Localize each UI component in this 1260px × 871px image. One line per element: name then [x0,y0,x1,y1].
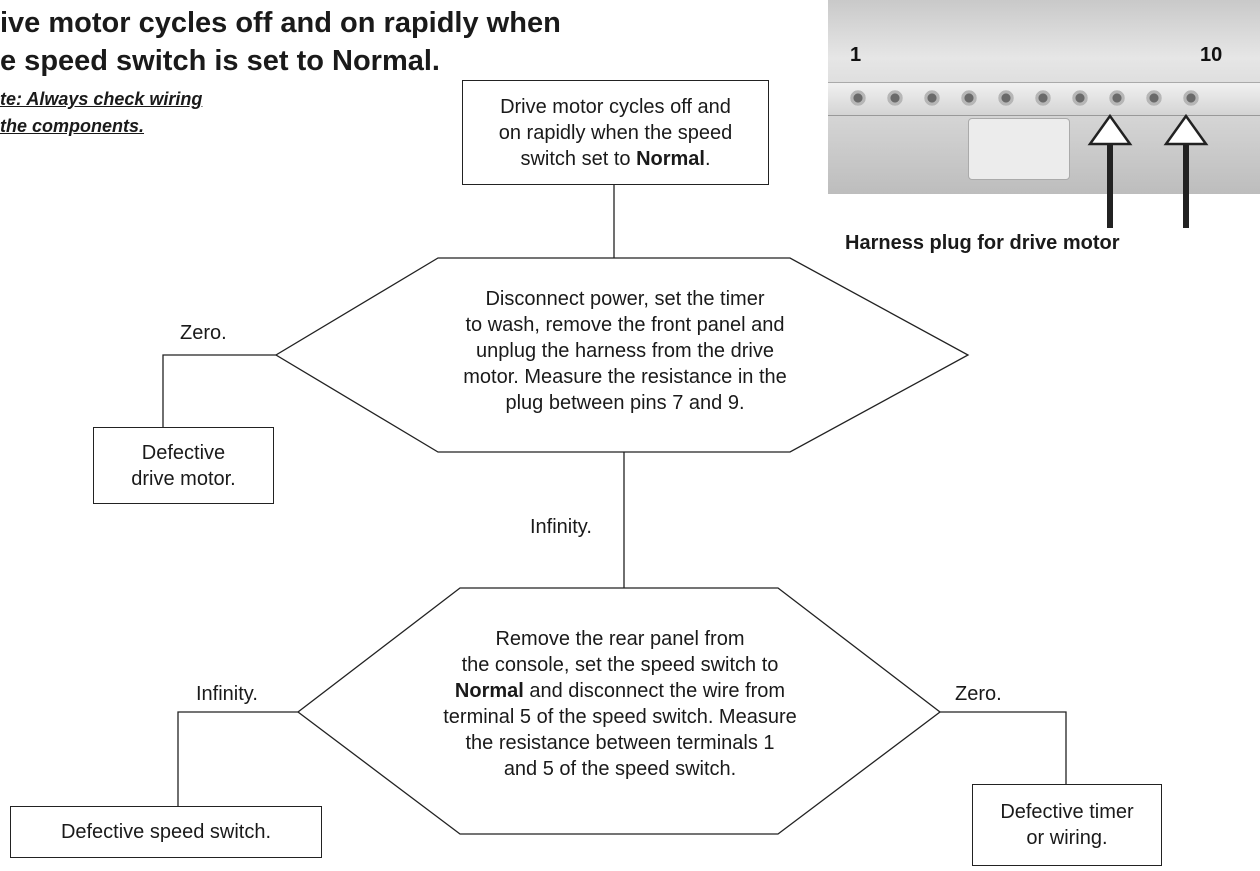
start-line-2: on rapidly when the speed [498,121,733,144]
start-line-3-end: . [704,147,711,170]
plug-pin [961,88,977,108]
note-line-1: te: Always check wiring [0,89,203,109]
title-line-2: e speed switch is set to Normal. [0,45,440,77]
connector-decision2-infinity [177,711,298,806]
decision2-line-4: terminal 5 of the speed switch. Measure [443,706,797,728]
plug-pin [887,88,903,108]
decision2-zero-label: Zero. [955,683,1002,705]
decision1-line-2: to wash, remove the front panel and [465,314,785,336]
start-box: Drive motor cycles off and on rapidly wh… [462,80,769,185]
decision2-line-1: Remove the rear panel from [495,628,745,650]
connector-decision1-zero [162,354,276,427]
arrow-up-icon [1087,113,1133,146]
start-line-3: switch set to Normal. [499,146,733,172]
wiring-note: te: Always check wiring the components. [0,86,202,140]
decision1-line-4: motor. Measure the resistance in the [463,366,787,388]
decision1-zero-label: Zero. [180,322,227,344]
page-title: ive motor cycles off and on rapidly when… [0,4,820,80]
decision2-line-3: Normal and disconnect the wire from [370,678,870,704]
decision1-text: Disconnect power, set the timer to wash,… [370,286,880,416]
start-normal-bold: Normal [636,147,705,170]
plug-pin [998,88,1014,108]
decision1-line-5: plug between pins 7 and 9. [505,392,745,414]
decision1-line-1: Disconnect power, set the timer [485,288,765,310]
start-line-1: Drive motor cycles off and [500,95,731,118]
connector-decision2-zero [940,711,1067,784]
decision1-infinity-label: Infinity. [530,516,592,538]
decision2-line-6: and 5 of the speed switch. [503,758,737,780]
plug-pin [1072,88,1088,108]
title-line-1: ive motor cycles off and on rapidly when [0,7,561,39]
photo-caption: Harness plug for drive motor [845,232,1120,254]
result-defective-drive-motor: Defective drive motor. [93,427,274,504]
plug-pin [1146,88,1162,108]
plug-pin [924,88,940,108]
start-line-3-text: switch set to [520,147,637,170]
plug-pin [1183,88,1199,108]
arrow-up-icon [1163,113,1209,146]
decision2-line-3-text: and disconnect the wire from [523,680,786,702]
plug-pin [850,88,866,108]
decision2-line-5: the resistance between terminals 1 [465,732,775,754]
decision2-infinity-label: Infinity. [196,683,258,705]
decision2-line-2: the console, set the speed switch to [461,654,779,676]
plug-pin [1035,88,1051,108]
note-line-2: the components. [0,116,145,136]
pin-number-first: 1 [850,44,862,66]
decision1-line-3: unplug the harness from the drive [476,340,774,362]
decision2-normal-bold: Normal [454,680,524,702]
result-defective-timer: Defective timer or wiring. [972,784,1162,866]
pin-number-last: 10 [1200,44,1223,66]
plug-clip [968,118,1070,180]
drive-motor-line-2: drive motor. [131,467,236,490]
pin-arrows [1087,113,1209,228]
drive-motor-line-1: Defective [141,441,226,464]
timer-line-1: Defective timer [1000,801,1134,823]
timer-line-2: or wiring. [1026,827,1108,849]
plug-pin [1109,88,1125,108]
decision2-text: Remove the rear panel from the console, … [370,626,870,782]
result-defective-speed-switch: Defective speed switch. [10,806,322,858]
harness-plug-photo: 1 10 [828,0,1260,194]
